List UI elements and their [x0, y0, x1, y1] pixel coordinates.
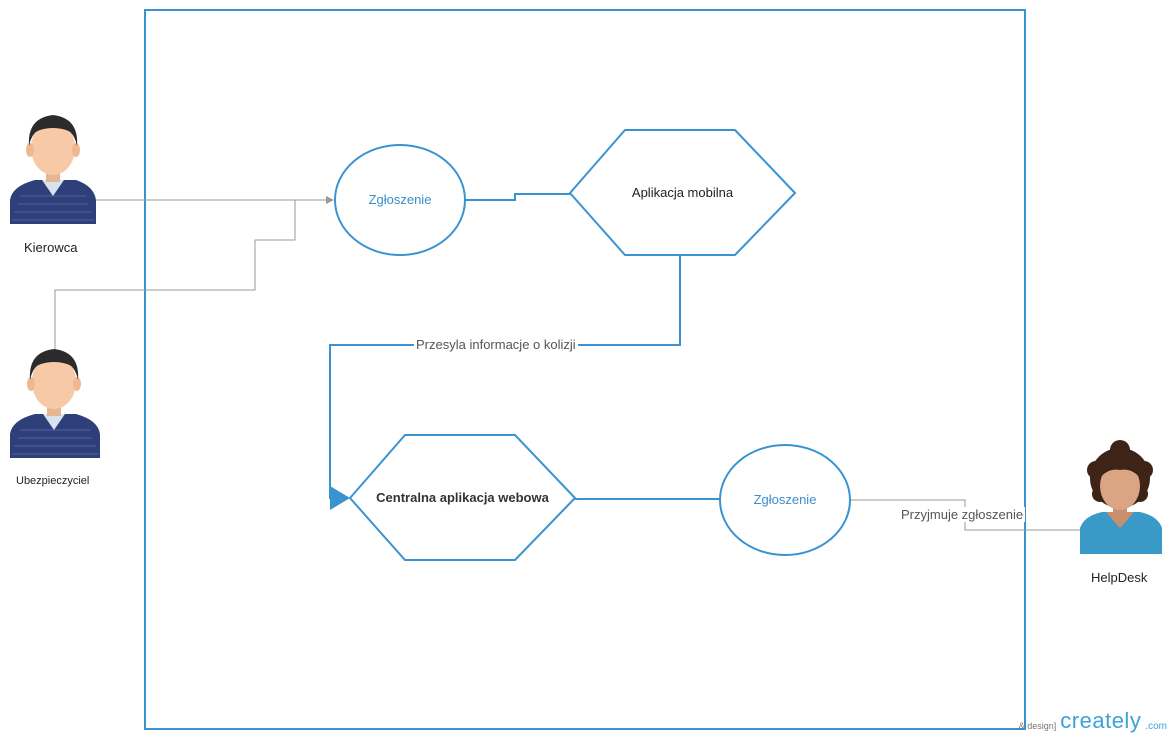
mobile-to-web-line [329, 255, 681, 510]
zgloszenie-to-mobile-line [465, 193, 570, 201]
actor-label-helpdesk: HelpDesk [1091, 570, 1148, 585]
actor-label-kierowca: Kierowca [24, 240, 78, 255]
usecase-zgloszenie-bottom[interactable] [719, 444, 851, 556]
creately-logo-icon: creately [1060, 708, 1142, 733]
watermark-suffix: .com [1145, 721, 1167, 732]
edge-label-przesyla: Przesyla informacje o kolizji [414, 337, 578, 352]
system-aplikacja-mobilna[interactable] [568, 129, 797, 256]
usecase-zgloszenie-top-label: Zgłoszenie [368, 192, 432, 207]
kierowca-avatar-icon[interactable] [10, 115, 96, 224]
system-centralna-aplikacja-label: Centralna aplikacja webowa [376, 490, 549, 505]
creately-watermark: & design] creately .com [1019, 708, 1167, 734]
actor-label-ubezpieczyciel: Ubezpieczyciel [16, 475, 90, 487]
ubezpieczyciel-to-zgloszenie-line [54, 200, 296, 352]
watermark-prefix: & design] [1018, 721, 1057, 731]
system-centralna-aplikacja[interactable] [348, 434, 577, 561]
system-boundary [144, 9, 1026, 730]
system-aplikacja-mobilna-label: Aplikacja mobilna [631, 185, 734, 200]
ubezpieczyciel-avatar-icon[interactable] [10, 349, 100, 458]
helpdesk-avatar-icon[interactable] [1080, 440, 1162, 554]
edge-label-przyjmuje: Przyjmuje zgłoszenie [899, 507, 1026, 522]
usecase-zgloszenie-top[interactable] [334, 144, 466, 256]
usecase-zgloszenie-bottom-label: Zgłoszenie [753, 492, 817, 507]
